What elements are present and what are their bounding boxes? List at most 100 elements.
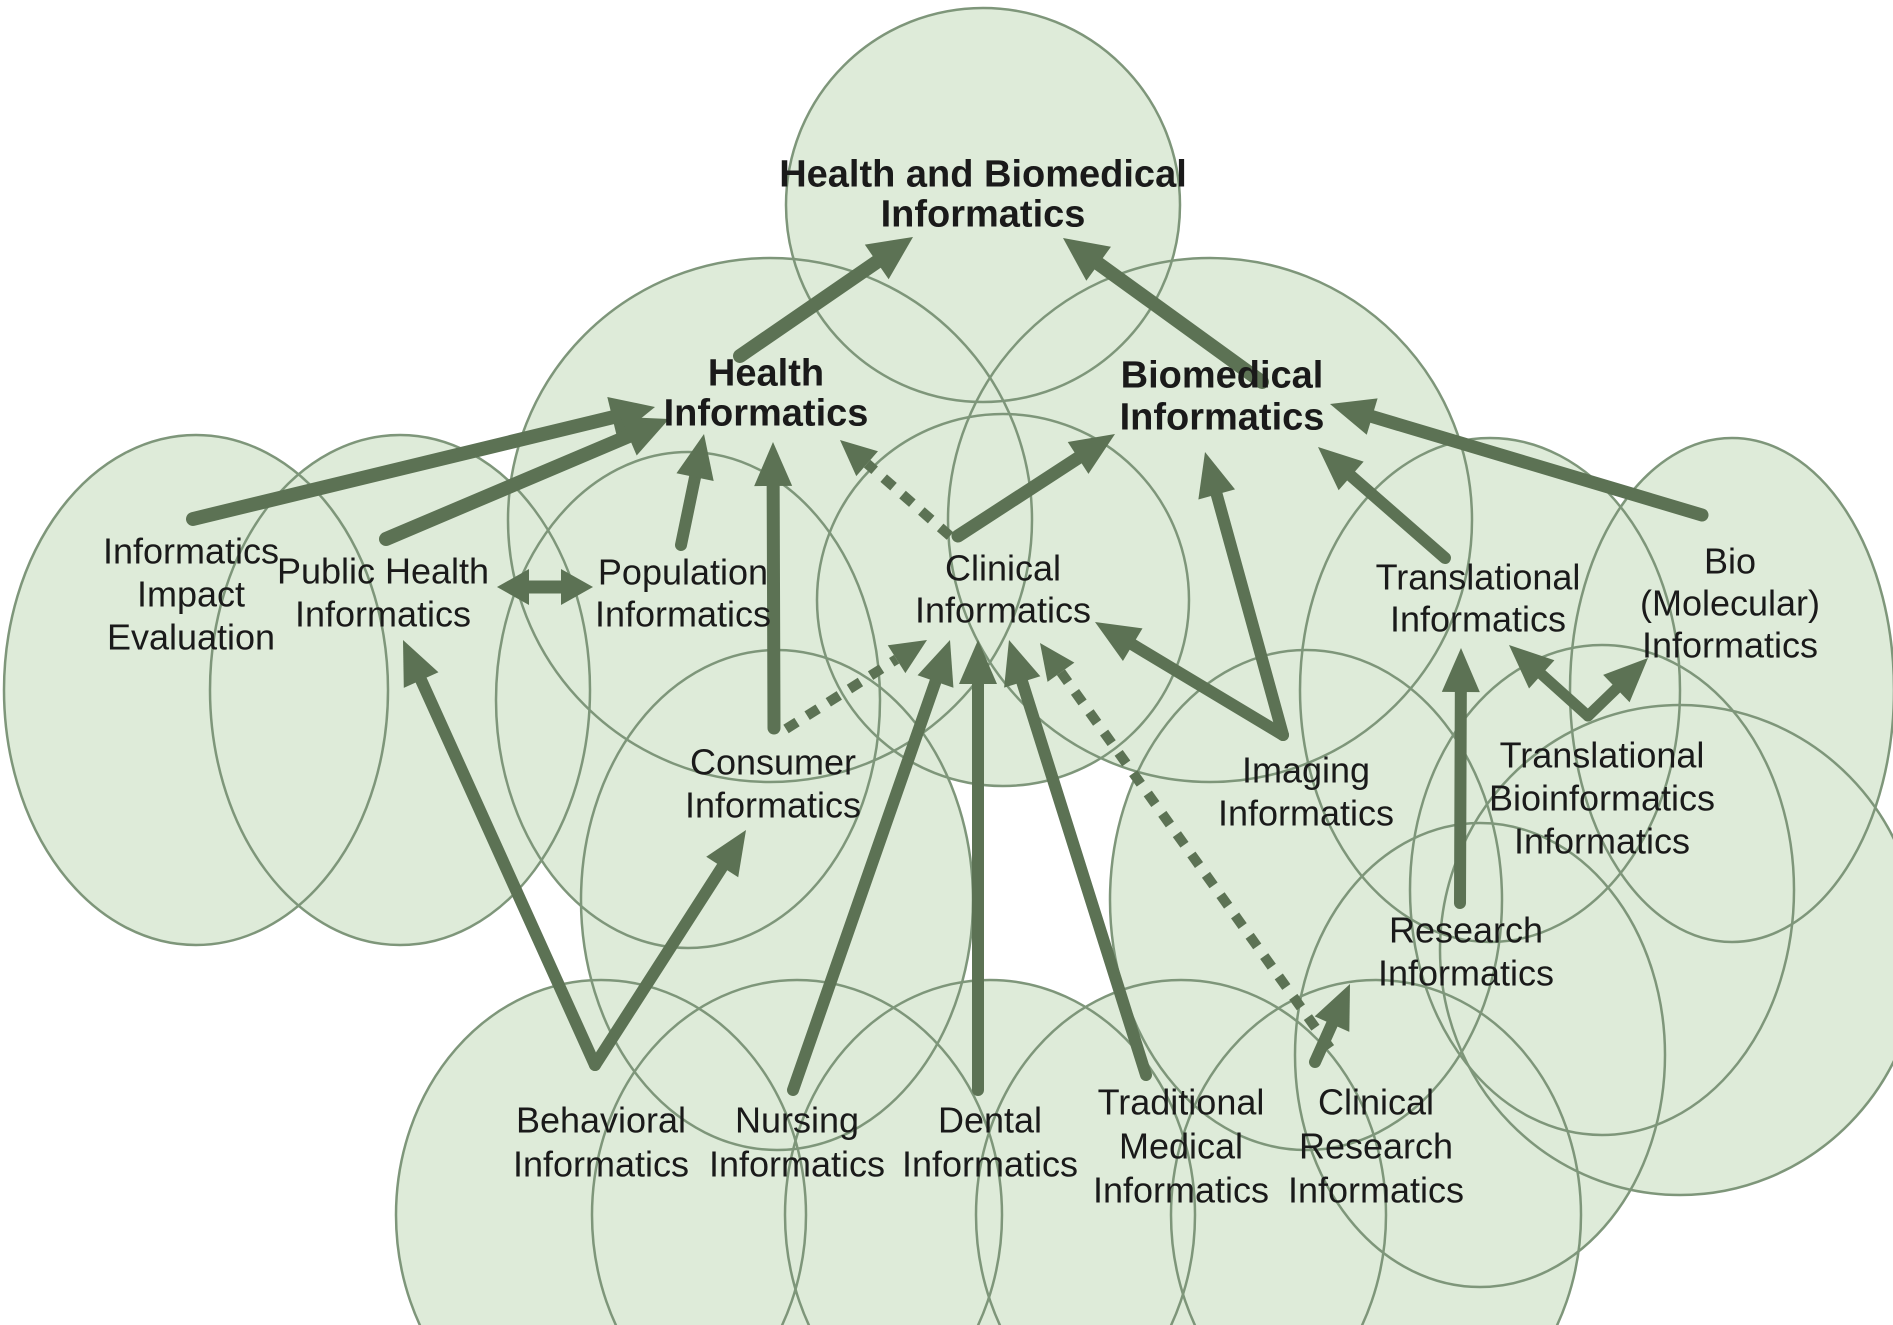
consumer-to-clinical-shaft <box>783 654 900 734</box>
node-label-translational-informatics-line2: Informatics <box>1390 599 1566 640</box>
clinical-to-biomedical-shaft <box>951 451 1085 543</box>
imaging-circle-outline <box>1108 648 1504 1152</box>
transl-bioinf-to-translational-head <box>1509 645 1555 689</box>
translational-to-biomedical-head <box>1318 447 1364 491</box>
clinical-research-to-clinical-shaft <box>1056 669 1335 1051</box>
bio-molecular-to-biomedical-head <box>1330 398 1378 435</box>
node-label-health-and-biomedical-informatics-line1: Health and Biomedical <box>779 153 1187 195</box>
dental-to-clinical-head <box>959 640 997 684</box>
arrow-layer <box>186 237 1709 1096</box>
consumer-to-health-head <box>754 442 793 487</box>
research-circle-outline <box>1293 821 1667 1289</box>
node-label-traditional-medical-informatics-line2: Medical <box>1119 1126 1243 1167</box>
health-biomedical-circle-outline <box>784 6 1182 404</box>
right-cluster-circle-outline <box>1438 703 1893 1197</box>
impact-eval-to-health-shaft <box>186 410 620 526</box>
bio-molecular-circle-outline <box>1568 436 1893 944</box>
right-cluster-circle-fill <box>1440 705 1893 1195</box>
clinical-to-health-head <box>840 440 878 477</box>
health-circle-outline <box>506 256 1034 784</box>
imaging-to-clinical-head <box>1095 622 1143 661</box>
clinical-circle-outline <box>815 412 1191 788</box>
traditional-to-clinical-shaft <box>1016 675 1152 1081</box>
clinical-research-to-research-shaft <box>1309 1018 1338 1068</box>
public-health-circle-fill <box>210 435 590 945</box>
node-label-informatics-impact-evaluation-line1: Informatics <box>103 531 279 572</box>
population-circle-outline <box>494 450 882 950</box>
node-label-translational-bioinformatics-informatics-line3: Informatics <box>1514 821 1690 862</box>
clinical-to-biomedical-head <box>1067 434 1115 474</box>
node-label-behavioral-informatics-line1: Behavioral <box>516 1100 686 1141</box>
node-label-nursing-informatics-line1: Nursing <box>735 1100 859 1141</box>
node-label-population-informatics-line1: Population <box>598 552 768 593</box>
node-label-clinical-informatics-line2: Informatics <box>915 590 1091 631</box>
node-label-consumer-informatics-line2: Informatics <box>685 785 861 826</box>
behavioral-to-public-health-shaft <box>415 674 601 1071</box>
population-to-health-shaft <box>675 471 702 551</box>
node-label-translational-informatics-line1: Translational <box>1376 557 1581 598</box>
population-to-health-head <box>676 434 714 481</box>
node-label-bio-molecular-informatics-line2: (Molecular) <box>1640 583 1820 624</box>
node-label-traditional-medical-informatics-line1: Traditional <box>1098 1082 1265 1123</box>
traditional-circle-outline <box>974 978 1388 1325</box>
node-label-informatics-impact-evaluation-line3: Evaluation <box>107 617 275 658</box>
bio-molecular-to-biomedical-shaft <box>1365 410 1709 522</box>
public-health-to-health-head <box>620 416 669 456</box>
clinical-research-circle-outline <box>1169 978 1583 1325</box>
node-label-public-health-informatics-line2: Informatics <box>295 594 471 635</box>
biomedical-circle-outline <box>946 256 1474 784</box>
clinical-to-health-shaft <box>863 459 954 540</box>
biomedical-to-title-head <box>1063 238 1111 281</box>
node-label-imaging-informatics-line1: Imaging <box>1242 750 1370 791</box>
dental-circle-outline <box>783 978 1197 1325</box>
translational-to-biomedical-shaft <box>1345 469 1451 564</box>
imaging-to-biomedical-head <box>1198 452 1236 500</box>
node-label-biomedical-informatics-line1: Biomedical <box>1121 354 1324 396</box>
transl-bioinf-to-bio-molecular-head <box>1603 658 1648 703</box>
node-label-bio-molecular-informatics-line3: Informatics <box>1642 625 1818 666</box>
node-label-translational-bioinformatics-informatics-line1: Translational <box>1500 735 1705 776</box>
public-health-population-bidirectional-head <box>561 569 593 605</box>
transl-bioinf-to-translational-shaft <box>1536 668 1594 722</box>
research-to-translational-shaft <box>1454 685 1467 909</box>
nursing-circle-outline <box>590 978 1004 1325</box>
node-label-research-informatics-line2: Informatics <box>1378 953 1554 994</box>
node-label-clinical-informatics-line1: Clinical <box>945 548 1061 589</box>
clinical-circle-fill <box>817 414 1189 786</box>
node-label-biomedical-informatics-line2: Informatics <box>1120 396 1325 438</box>
node-label-informatics-impact-evaluation-line2: Impact <box>137 574 245 615</box>
node-label-research-informatics-line1: Research <box>1389 910 1543 951</box>
label-layer: Health and BiomedicalInformaticsHealthIn… <box>103 153 1820 1210</box>
transl-bioinf-circle-outline <box>1408 643 1796 1137</box>
behavioral-to-public-health-head <box>403 640 439 688</box>
circle-fill-layer <box>4 8 1893 1325</box>
node-label-consumer-informatics-line1: Consumer <box>690 742 856 783</box>
behavioral-to-consumer-head <box>706 830 746 878</box>
node-label-population-informatics-line2: Informatics <box>595 594 771 635</box>
public-health-to-health-shaft <box>379 429 636 546</box>
node-label-health-informatics-line2: Informatics <box>664 392 869 434</box>
transl-bioinf-to-bio-molecular-shaft <box>1582 683 1622 722</box>
public-health-population-bidirectional-reverse-head <box>497 569 529 605</box>
node-label-behavioral-informatics-line2: Informatics <box>513 1144 689 1185</box>
node-label-bio-molecular-informatics-line1: Bio <box>1704 541 1756 582</box>
translational-circle-outline <box>1298 436 1682 944</box>
node-label-health-and-biomedical-informatics-line2: Informatics <box>881 193 1086 235</box>
circle-outline-layer <box>2 6 1893 1325</box>
node-label-imaging-informatics-line2: Informatics <box>1218 793 1394 834</box>
health-to-title-shaft <box>733 254 884 363</box>
nursing-to-clinical-head <box>917 640 954 688</box>
impact-evaluation-circle-outline <box>2 433 390 947</box>
health-to-title-head <box>864 237 913 280</box>
clinical-research-circle-fill <box>1171 980 1581 1325</box>
research-to-translational-head <box>1441 648 1480 693</box>
node-label-public-health-informatics-line1: Public Health <box>277 551 489 592</box>
traditional-to-clinical-head <box>1004 640 1041 688</box>
node-label-clinical-research-informatics-line2: Research <box>1299 1126 1453 1167</box>
consumer-to-clinical-head <box>887 640 927 674</box>
imaging-to-clinical-shaft <box>1126 638 1289 741</box>
node-label-clinical-research-informatics-line3: Informatics <box>1288 1170 1464 1211</box>
node-label-dental-informatics-line2: Informatics <box>902 1144 1078 1185</box>
